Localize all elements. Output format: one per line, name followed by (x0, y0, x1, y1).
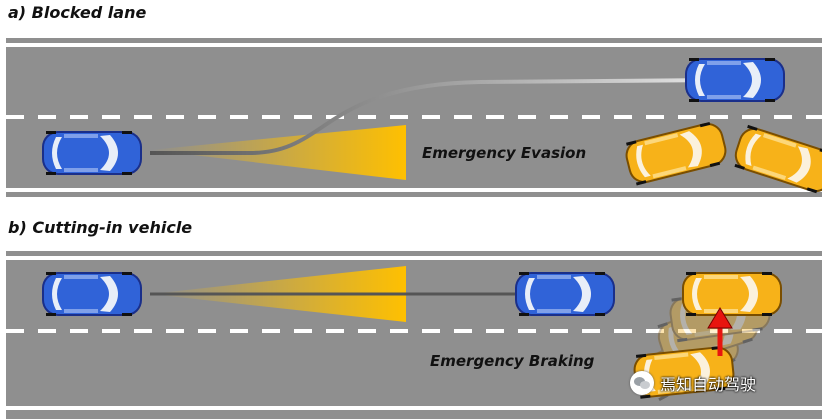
ego-car-evaded (685, 58, 785, 102)
scenario-b-title: b) Cutting-in vehicle (8, 218, 193, 237)
watermark-text: 焉知自动驾驶 (660, 375, 757, 394)
ego-car (42, 131, 142, 175)
watermark: 焉知自动驾驶 (630, 368, 756, 398)
maneuver-label-evasion: Emergency Evasion (422, 144, 586, 162)
wechat-icon (630, 371, 654, 395)
scenario-a-title: a) Blocked lane (8, 3, 147, 22)
evasion-trajectory (150, 78, 719, 155)
maneuver-label-braking: Emergency Braking (430, 352, 595, 370)
sensor-cone (150, 125, 406, 180)
ego-car (42, 272, 142, 316)
cut-in-arrow (707, 307, 733, 356)
ego-car-braked (515, 272, 615, 316)
cutting-in-car (682, 272, 782, 316)
